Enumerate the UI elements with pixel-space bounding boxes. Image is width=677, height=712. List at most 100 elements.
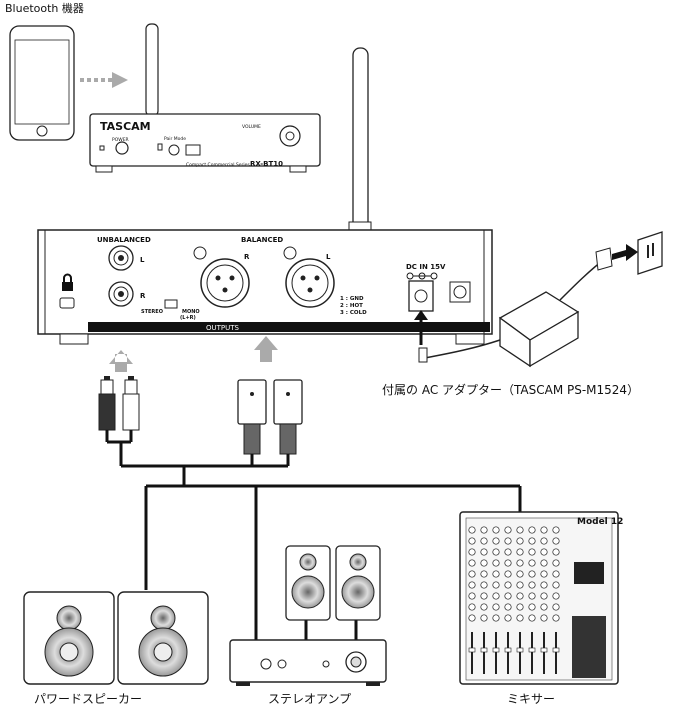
mixer-knob (528, 592, 536, 600)
mixer-knob (516, 570, 524, 578)
mixer-knob (552, 537, 560, 545)
mixer-knob (480, 581, 488, 589)
stereo-amp-label: ステレオアンプ (268, 692, 352, 706)
mixer-knob (528, 537, 536, 545)
receiver-brand: TASCAM (100, 120, 151, 133)
receiver-pair-label: Pair Mode (164, 136, 186, 142)
dc-polarity-symbol (406, 272, 438, 280)
mixer-knob (504, 548, 512, 556)
mixer-controls (468, 526, 560, 674)
rca-up-arrow (109, 350, 133, 372)
mixer-knob (540, 559, 548, 567)
mixer-model-label: Model 12 (577, 517, 623, 527)
bluetooth-device-label: Bluetooth 機器 (5, 2, 84, 15)
mixer-knob (480, 614, 488, 622)
mixer-fader-cap (552, 647, 560, 653)
mixer-knob (540, 537, 548, 545)
powered-speaker-left (23, 591, 115, 685)
mixer-fader (507, 632, 509, 674)
mixer-knob (492, 559, 500, 567)
mixer (459, 511, 619, 685)
mixer-knob (504, 581, 512, 589)
stereo-label: STEREO (141, 309, 163, 315)
mixer-knob (504, 614, 512, 622)
mixer-knob (552, 570, 560, 578)
mixer-knob (480, 526, 488, 534)
mixer-knob (516, 559, 524, 567)
smartphone (9, 25, 75, 141)
mixer-fader-cap (468, 647, 476, 653)
mixer-knob (492, 603, 500, 611)
wiring (121, 464, 522, 640)
mixer-knob (528, 548, 536, 556)
mixer-fader (555, 632, 557, 674)
mixer-knob (492, 548, 500, 556)
mixer-knob (552, 603, 560, 611)
mixer-knob (492, 570, 500, 578)
wall-outlet (637, 231, 663, 275)
mixer-knob (540, 592, 548, 600)
mixer-knob (528, 614, 536, 622)
mixer-knob (480, 559, 488, 567)
mixer-knob (552, 548, 560, 556)
mixer-knob (468, 603, 476, 611)
mixer-knob (468, 537, 476, 545)
mixer-knob (504, 570, 512, 578)
mixer-knob (552, 592, 560, 600)
mixer-knob (552, 581, 560, 589)
pin1-label: 1 : GND (340, 296, 364, 302)
mixer-knob (528, 603, 536, 611)
mixer-fader (531, 632, 533, 674)
mixer-knob (468, 570, 476, 578)
mixer-fader (471, 632, 473, 674)
balanced-label: BALANCED (241, 236, 283, 244)
mixer-knob (552, 559, 560, 567)
mixer-knob (504, 537, 512, 545)
mixer-knob (480, 603, 488, 611)
mixer-fader (483, 632, 485, 674)
outputs-label: OUTPUTS (206, 324, 240, 332)
pin3-label: 3 : COLD (340, 310, 367, 316)
mixer-knob (504, 603, 512, 611)
mixer-fader-cap (480, 647, 488, 653)
receiver-front (89, 23, 321, 173)
mixer-knob (492, 614, 500, 622)
mixer-knob (516, 592, 524, 600)
mixer-knob (468, 614, 476, 622)
mixer-knob (468, 526, 476, 534)
mixer-knob (540, 548, 548, 556)
mixer-knob (468, 548, 476, 556)
rca-plugs (98, 376, 140, 466)
balanced-l-label: L (326, 253, 331, 261)
mixer-fader-cap (540, 647, 548, 653)
mixer-knob (528, 559, 536, 567)
mixer-knob (504, 559, 512, 567)
mixer-knob (540, 614, 548, 622)
receiver-model: RX-BT10 (250, 160, 283, 168)
plug-arrow (612, 244, 638, 261)
mixer-knob (540, 581, 548, 589)
mixer-knob (480, 592, 488, 600)
mixer-knob (492, 537, 500, 545)
xlr-plugs (237, 379, 303, 466)
mixer-fader-cap (504, 647, 512, 653)
powered-speaker-right (117, 591, 209, 685)
mixer-knob (516, 581, 524, 589)
mixer-knob (468, 581, 476, 589)
unbalanced-label: UNBALANCED (97, 236, 151, 244)
mixer-knob (540, 526, 548, 534)
receiver-power-label: POWER (112, 137, 129, 143)
mixer-fader-cap (516, 647, 524, 653)
mixer-knob (492, 526, 500, 534)
mixer-knob (480, 537, 488, 545)
pin2-label: 2 : HOT (340, 303, 363, 309)
mixer-knob (480, 570, 488, 578)
mixer-knob (516, 614, 524, 622)
mixer-fader-cap (528, 647, 536, 653)
mixer-knob (528, 581, 536, 589)
powered-speaker-label: パワードスピーカー (34, 692, 143, 706)
ac-adapter-label: 付属の AC アダプター（TASCAM PS-M1524） (382, 383, 640, 397)
mixer-knob (516, 526, 524, 534)
mixer-fader-cap (492, 647, 500, 653)
